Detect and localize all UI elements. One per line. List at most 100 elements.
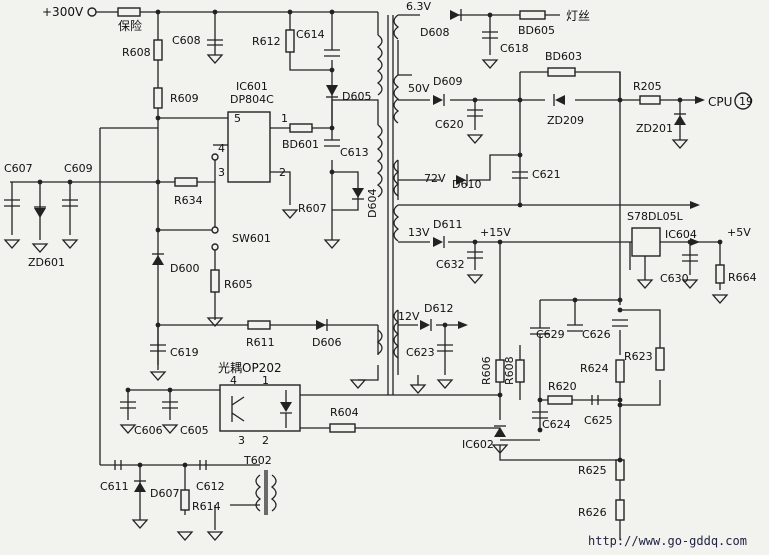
resistor-r205 <box>639 95 661 105</box>
ic604-box <box>631 227 661 257</box>
label-opto-pin2: 2 <box>262 434 269 447</box>
label-ic602: IC602 <box>462 438 494 451</box>
resistor-r634 <box>174 177 198 187</box>
label-cpu: CPU <box>708 95 732 109</box>
label-r611: R611 <box>246 336 275 349</box>
resistor-r623 <box>655 347 665 371</box>
label-c632: C632 <box>436 258 465 271</box>
resistor-r605 <box>210 269 220 293</box>
label-c624: C624 <box>542 418 571 431</box>
diodes <box>34 9 686 492</box>
label-r606: R606 <box>480 356 493 385</box>
label-c629: C629 <box>536 328 565 341</box>
resistor-r609 <box>153 87 163 109</box>
label-plus300v: +300V <box>42 5 84 19</box>
label-c620: C620 <box>435 118 464 131</box>
label-v50: 50V <box>408 82 430 95</box>
label-v72: 72V <box>424 172 446 185</box>
bead-bd601 <box>289 123 313 133</box>
ic601-box <box>227 111 271 183</box>
label-opto-pin4: 4 <box>230 374 237 387</box>
label-r664: R664 <box>728 271 757 284</box>
label-ic601: IC601 <box>236 80 268 93</box>
label-c619: C619 <box>170 346 199 359</box>
label-s78dl05l: S78DL05L <box>627 210 684 223</box>
label-r205: R205 <box>633 80 662 93</box>
arrow-cpu <box>695 96 705 104</box>
arrow-5v <box>690 238 700 246</box>
label-c613: C613 <box>340 146 369 159</box>
label-r605: R605 <box>224 278 253 291</box>
arrow-72v <box>690 201 700 209</box>
label-bd603: BD603 <box>545 50 582 63</box>
label-v13: 13V <box>408 226 430 239</box>
label-c609: C609 <box>64 162 93 175</box>
label-r626: R626 <box>578 506 607 519</box>
resistor-r625 <box>615 459 625 481</box>
transformer-windings <box>255 14 400 515</box>
bead-bd605 <box>519 10 546 20</box>
opto-led <box>280 402 292 412</box>
label-d605: D605 <box>342 90 371 103</box>
label-filament: 灯丝 <box>566 9 590 23</box>
ground-symbols <box>3 45 729 541</box>
label-r609: R609 <box>170 92 199 105</box>
resistor-r620 <box>547 395 573 405</box>
label-c618: C618 <box>500 42 529 55</box>
label-c607: C607 <box>4 162 33 175</box>
bead-bd603 <box>547 67 576 77</box>
label-d604: D604 <box>366 189 379 218</box>
resistor-r664 <box>715 264 725 284</box>
label-plus15v: +15V <box>480 226 511 239</box>
label-r614: R614 <box>192 500 221 513</box>
wires <box>10 11 721 540</box>
pin-19-circle <box>734 92 752 110</box>
label-op202: 光耦OP202 <box>218 361 282 375</box>
label-opto-pin1: 1 <box>262 374 269 387</box>
label-d606: D606 <box>312 336 341 349</box>
label-v12: 12V <box>398 310 420 323</box>
label-r624: R624 <box>580 362 609 375</box>
label-d600: D600 <box>170 262 199 275</box>
label-d611: D611 <box>433 218 462 231</box>
label-r608b: R608 <box>503 356 516 385</box>
label-bd601: BD601 <box>282 138 319 151</box>
watermark-url: http://www.go-gddq.com <box>588 534 747 548</box>
input-terminal <box>87 7 97 17</box>
label-r612: R612 <box>252 35 281 48</box>
label-c612: C612 <box>196 480 225 493</box>
label-c608: C608 <box>172 34 201 47</box>
resistor-r614 <box>180 489 190 511</box>
capacitors <box>4 31 698 470</box>
label-c605: C605 <box>180 424 209 437</box>
label-plus5v: +5V <box>727 226 751 239</box>
label-r608: R608 <box>122 46 151 59</box>
label-zd209: ZD209 <box>547 114 584 127</box>
resistor-r608 <box>153 39 163 61</box>
label-r625: R625 <box>578 464 607 477</box>
label-c621: C621 <box>532 168 561 181</box>
switch-sw601 <box>211 226 219 234</box>
label-ic604: IC604 <box>665 228 697 241</box>
junction-dots <box>37 9 723 468</box>
arrow-12v <box>458 321 468 329</box>
label-c626: C626 <box>582 328 611 341</box>
label-pin3: 3 <box>218 166 225 179</box>
label-c630: C630 <box>660 272 689 285</box>
label-fuse: 保险 <box>118 18 142 33</box>
label-r607: R607 <box>298 202 327 215</box>
opto-transistor <box>231 396 245 422</box>
label-d607: D607 <box>150 487 179 500</box>
resistor-r604 <box>329 423 356 433</box>
label-c614: C614 <box>296 28 325 41</box>
label-pin19: 19 <box>739 95 753 108</box>
label-d612: D612 <box>424 302 453 315</box>
label-zd201: ZD201 <box>636 122 673 135</box>
resistor-r606 <box>495 359 505 383</box>
label-sw601: SW601 <box>232 232 271 245</box>
label-c623: C623 <box>406 346 435 359</box>
label-c611: C611 <box>100 480 129 493</box>
label-d609: D609 <box>433 75 462 88</box>
